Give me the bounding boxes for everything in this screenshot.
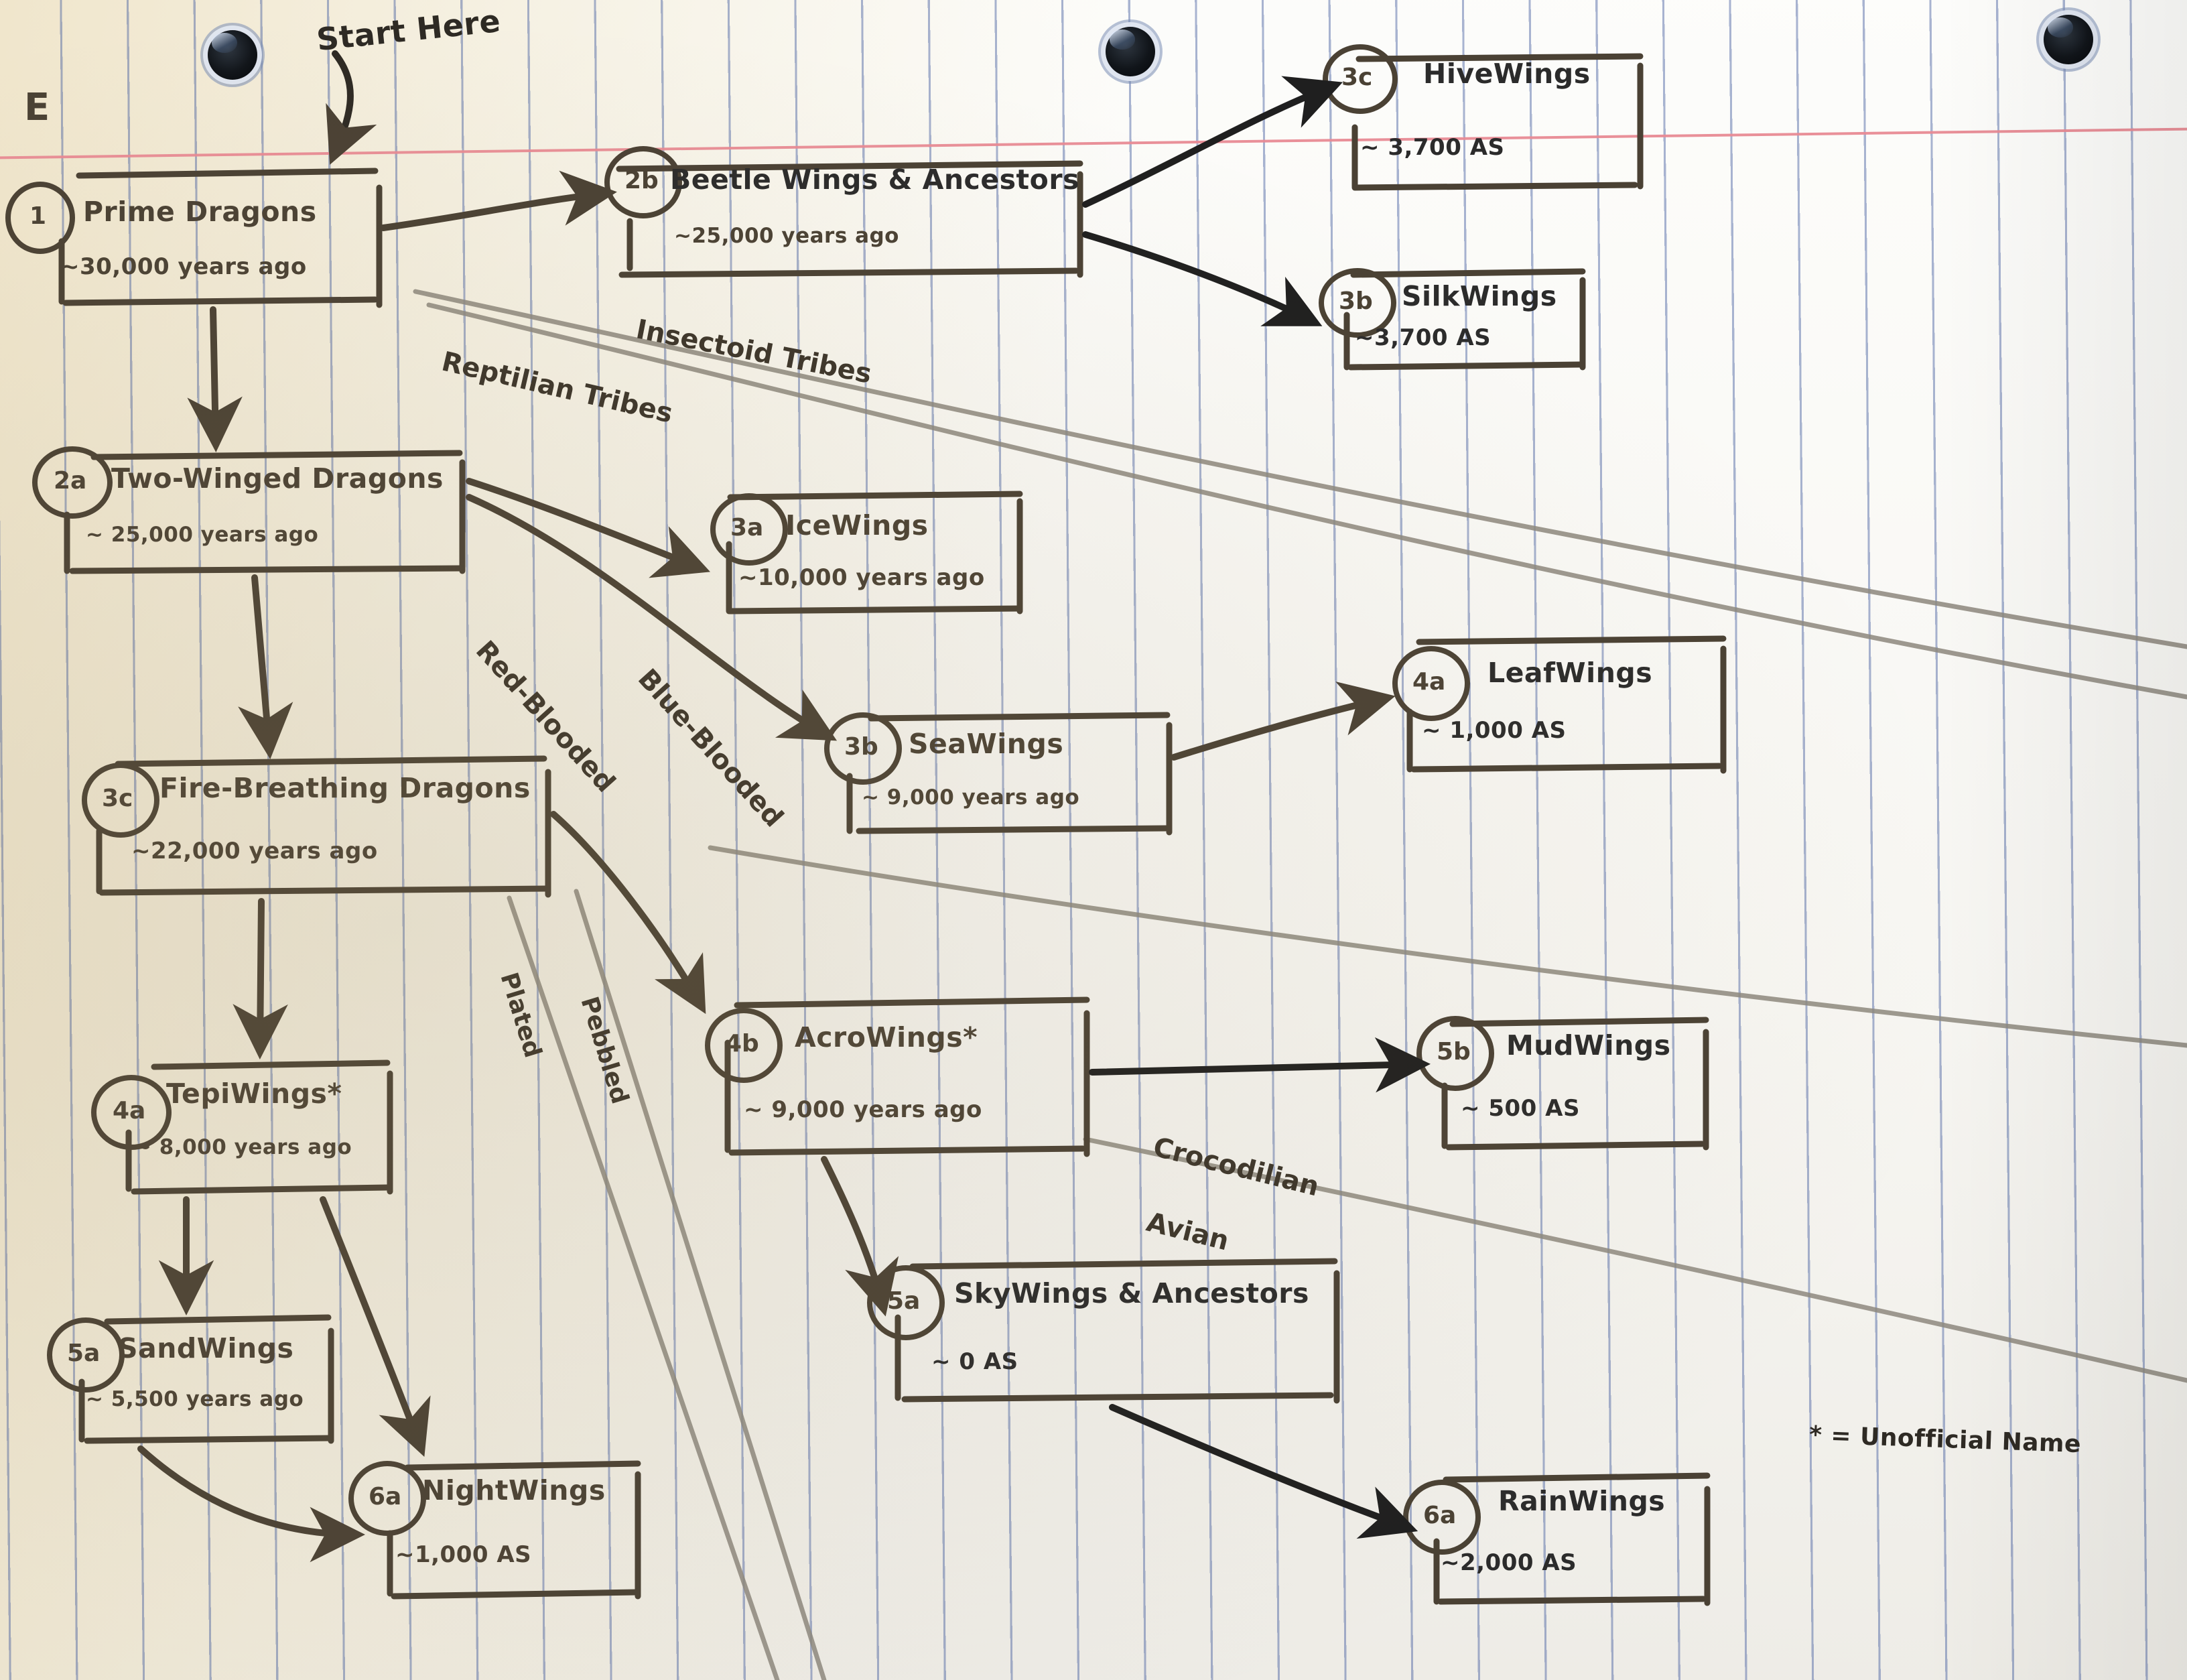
node-tag-5a: 5a	[67, 1340, 101, 1367]
node-date-rainwings: ~2,000 AS	[1441, 1549, 1577, 1576]
node-boxes	[58, 53, 1727, 1606]
node-tag-3a: 3a	[730, 514, 764, 541]
node-date-seawings: ~ 9,000 years ago	[862, 785, 1080, 810]
node-date-silkwings: ~3,700 AS	[1355, 324, 1492, 351]
node-tag-4a: 4a	[113, 1097, 146, 1124]
node-tag-6a: 6a	[369, 1483, 402, 1510]
node-title-two-winged-dragons: Two-Winged Dragons	[111, 462, 444, 495]
node-tag-circles	[5, 44, 1494, 1555]
node-date-two-winged-dragons: ~ 25,000 years ago	[86, 523, 319, 547]
node-date-prime-dragons: ~30,000 years ago	[60, 253, 307, 280]
node-date-mudwings: ~ 500 AS	[1461, 1095, 1580, 1122]
flow-arrows	[137, 50, 1431, 1563]
node-title-prime-dragons: Prime Dragons	[83, 196, 317, 228]
node-tag-5b: 5b	[1437, 1038, 1471, 1065]
node-title-beetle-wings: Beetle Wings & Ancestors	[670, 164, 1079, 196]
node-tag-6a-rain: 6a	[1423, 1502, 1457, 1529]
node-tag-2a: 2a	[54, 467, 87, 495]
node-date-beetle-wings: ~25,000 years ago	[674, 224, 899, 248]
node-tag-3c: 3c	[102, 785, 133, 812]
pencil-divider-lines	[413, 289, 2187, 1680]
node-date-nightwings: ~1,000 AS	[395, 1541, 532, 1568]
punch-hole	[208, 30, 257, 80]
node-tag-4a-leaf: 4a	[1412, 668, 1446, 696]
node-date-skywings: ~ 0 AS	[931, 1348, 1018, 1375]
node-date-leafwings: ~ 1,000 AS	[1422, 717, 1567, 744]
node-title-tepiwings: TepiWings*	[166, 1078, 342, 1110]
node-title-rainwings: RainWings	[1498, 1485, 1666, 1517]
node-title-acrowings: AcroWings*	[795, 1021, 978, 1053]
node-tag-2b: 2b	[624, 167, 659, 194]
node-title-mudwings: MudWings	[1506, 1029, 1671, 1061]
node-title-fire-breathing-dragons: Fire-Breathing Dragons	[159, 772, 531, 804]
node-tag-3c-hive: 3c	[1341, 64, 1373, 91]
node-tag-1: 1	[29, 202, 47, 230]
node-title-silkwings: SilkWings	[1402, 280, 1557, 312]
node-title-nightwings: NightWings	[422, 1474, 606, 1506]
punch-hole	[2044, 15, 2093, 64]
node-date-sandwings: ~ 5,500 years ago	[86, 1387, 304, 1411]
node-title-sandwings: SandWings	[118, 1332, 294, 1364]
page-letter-label: E	[24, 86, 50, 129]
node-tag-3b: 3b	[844, 733, 878, 761]
node-title-seawings: SeaWings	[909, 728, 1064, 760]
node-date-hivewings: ~ 3,700 AS	[1360, 134, 1505, 161]
node-title-skywings: SkyWings & Ancestors	[954, 1277, 1309, 1309]
node-date-icewings: ~10,000 years ago	[738, 564, 985, 591]
node-date-fire-breathing-dragons: ~22,000 years ago	[131, 838, 378, 864]
node-date-acrowings: ~ 9,000 years ago	[744, 1096, 982, 1123]
node-title-icewings: IceWings	[785, 509, 929, 541]
node-tag-3b-silk: 3b	[1339, 287, 1373, 315]
node-title-hivewings: HiveWings	[1423, 58, 1591, 90]
node-date-tepiwings: ~ 8,000 years ago	[134, 1135, 352, 1159]
node-tag-4b: 4b	[725, 1030, 759, 1057]
punch-hole	[1106, 27, 1155, 76]
node-title-leafwings: LeafWings	[1487, 657, 1653, 689]
node-tag-5a-sky: 5a	[887, 1287, 921, 1315]
